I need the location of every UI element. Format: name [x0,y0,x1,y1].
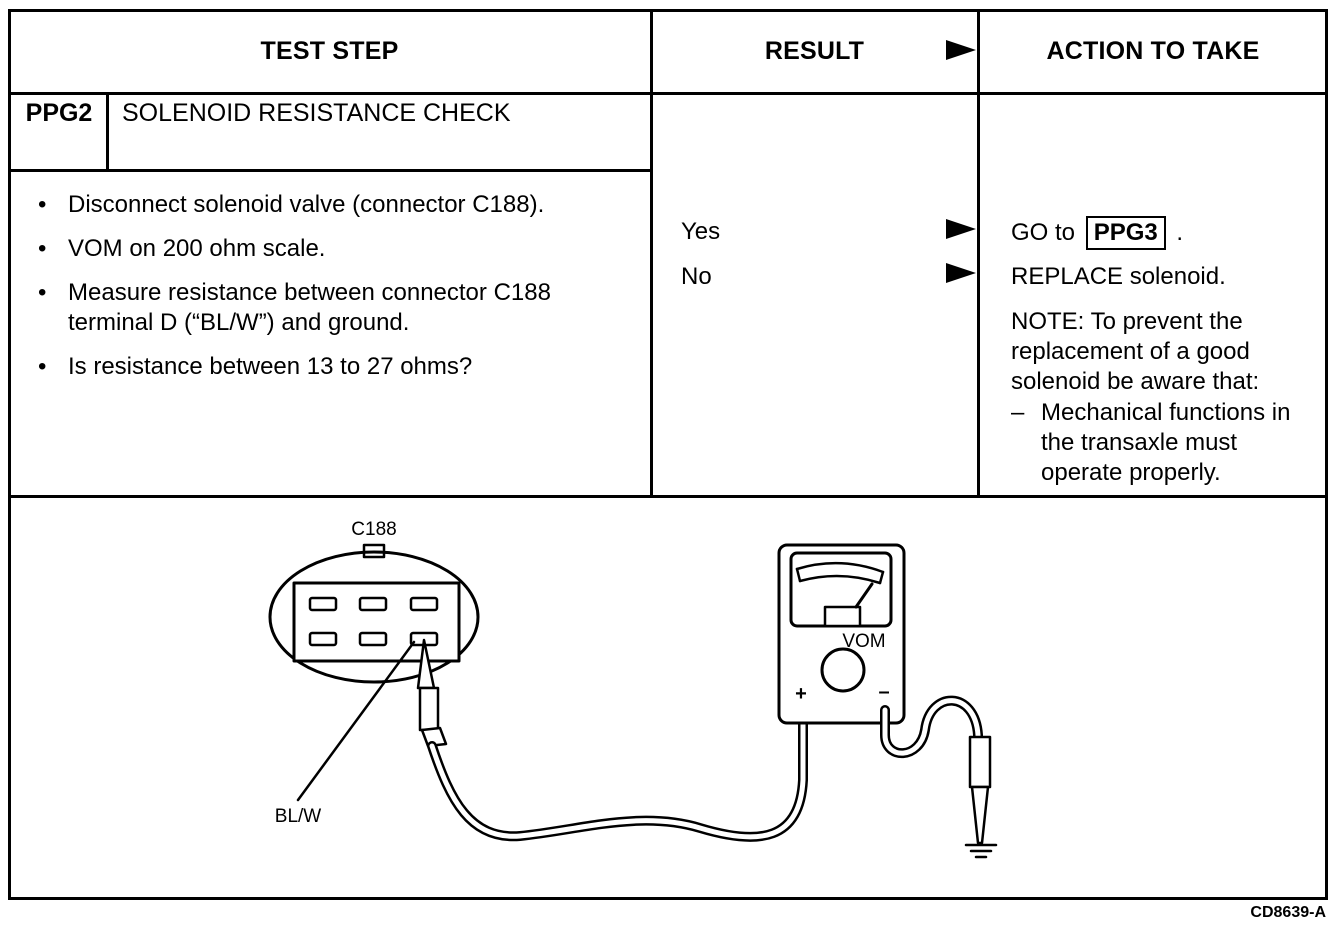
connector-terminals [308,596,439,647]
header-test-step: TEST STEP [260,37,399,65]
step-title: SOLENOID RESISTANCE CHECK [122,99,511,127]
wire-label-leader [296,640,416,802]
column-divider-result [650,9,653,497]
arrow-right-icon [946,40,976,60]
column-divider-action [977,9,980,497]
instruction-list: Disconnect solenoid valve (connector C18… [38,190,638,396]
step-reference-link[interactable]: PPG3 [1085,216,1166,250]
negative-probe [968,735,992,845]
note-text: NOTE: To prevent the replacement of a go… [1011,308,1260,395]
instruction-item: Disconnect solenoid valve (connector C18… [38,190,638,220]
header-result: RESULT [764,37,865,65]
instruction-item: VOM on 200 ohm scale. [38,234,638,264]
note-item-text: Mechanical functions in the transaxle mu… [1041,399,1291,486]
step-id: PPG2 [25,99,93,127]
action-no: REPLACE solenoid. [1011,263,1226,290]
connector-shell [268,550,480,684]
arrow-right-icon [946,219,976,239]
action-yes-prefix: GO to [1011,219,1076,246]
dash-bullet: – [1011,399,1025,426]
note-item: – Mechanical functions in the transaxle … [1011,398,1311,488]
connector-c188 [268,543,480,684]
step-title-divider [8,169,652,172]
positive-lead [427,705,808,842]
action-yes-suffix: . [1176,219,1184,246]
meter-label: VOM [842,631,885,652]
minus-terminal-label: – [878,681,889,703]
connector-face [292,581,461,663]
wire-label: BL/W [275,806,322,827]
figure-id: CD8639-A [1250,904,1326,921]
row-divider [8,495,1328,498]
connector-label: C188 [351,519,396,540]
instruction-item: Measure resistance between connector C18… [38,278,638,338]
test-step-table [8,9,1328,900]
ground-icon [964,843,998,859]
instruction-item: Is resistance between 13 to 27 ohms? [38,352,638,382]
result-yes: Yes [681,218,721,245]
connector-tab [362,543,386,559]
arrow-right-icon [946,263,976,283]
positive-probe [416,638,448,748]
header-action-to-take: ACTION TO TAKE [1046,37,1260,65]
action-yes: GO to PPG3 . [1011,216,1321,250]
plus-terminal-label: + [795,683,807,705]
vom-meter [777,543,906,725]
header-divider [8,92,1328,95]
step-id-divider [106,94,109,171]
result-no: No [681,263,712,290]
selector-knob [820,647,866,693]
